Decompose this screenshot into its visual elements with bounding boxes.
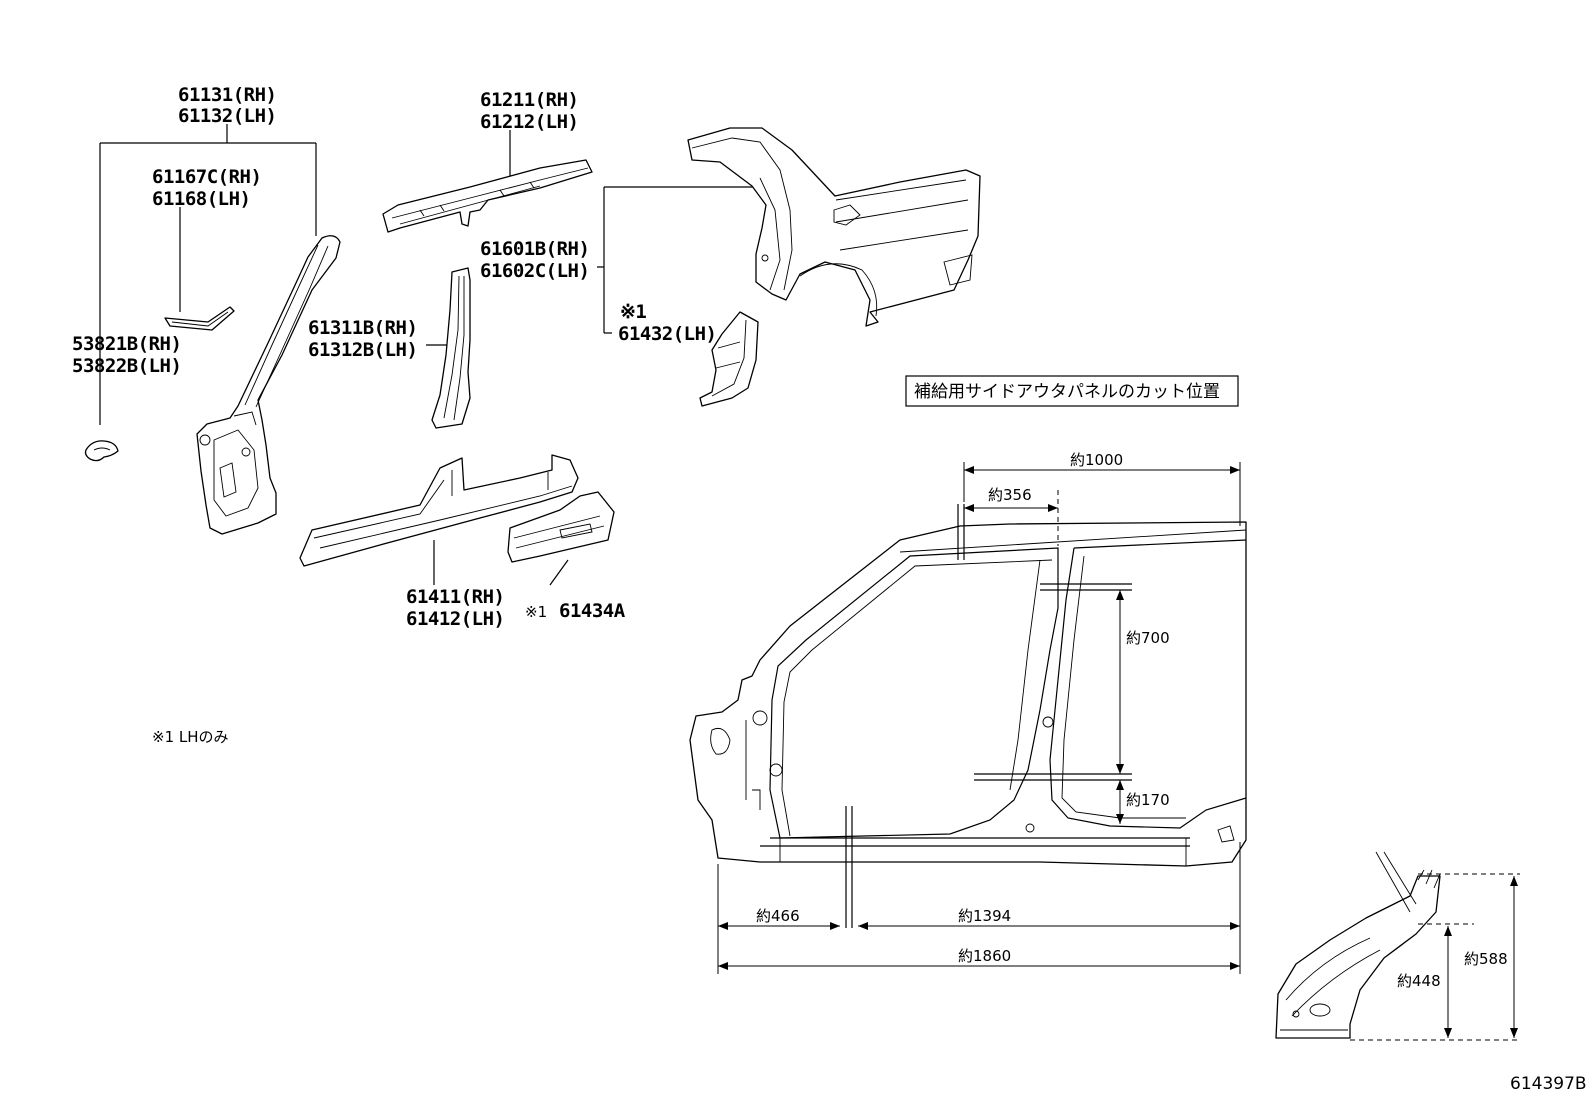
- label-mark1: ※1: [620, 301, 646, 323]
- rear-wheelhouse-detail: [1275, 851, 1441, 1039]
- part-61411-rocker: [299, 454, 579, 567]
- part-61167: [164, 306, 235, 331]
- cut-caption-text: 補給用サイドアウタパネルのカット位置: [914, 382, 1220, 402]
- label-61168: 61168(LH): [152, 188, 250, 210]
- label-61412: 61412(LH): [406, 608, 504, 630]
- part-53821-plug: [84, 440, 119, 462]
- label-61434-mark: ※1: [525, 603, 547, 621]
- label-61132: 61132(LH): [178, 105, 276, 127]
- dim-588: 約588: [1464, 950, 1508, 968]
- illustration-id: 614397B: [1510, 1074, 1587, 1094]
- label-53821: 53821B(RH): [72, 333, 181, 355]
- dim-466: 約466: [756, 907, 800, 925]
- dim-448: 約448: [1397, 972, 1441, 990]
- cut-position-caption: 補給用サイドアウタパネルのカット位置: [905, 375, 1239, 407]
- part-61601-quarter-panel: [687, 127, 981, 327]
- label-61211: 61211(RH): [480, 89, 578, 111]
- label-61167: 61167C(RH): [152, 166, 261, 188]
- dim-1394: 約1394: [958, 907, 1011, 925]
- label-61434: 61434A: [559, 600, 626, 622]
- dimension-lines: 約1000 約356 約700 約170 約466 約1394 約1860: [717, 451, 1241, 974]
- footnote: ※1 LHのみ: [152, 728, 229, 746]
- side-outer-panel: [689, 521, 1247, 867]
- part-labels: 61131(RH) 61132(LH) 61167C(RH) 61168(LH)…: [72, 84, 717, 630]
- dim-1860: 約1860: [958, 947, 1011, 965]
- label-61411: 61411(RH): [406, 586, 504, 608]
- wheelhouse-dimensions: 約448 約588: [1350, 873, 1520, 1041]
- label-61601: 61601B(RH): [480, 238, 589, 260]
- label-61312: 61312B(LH): [308, 339, 417, 361]
- cut-marks: [845, 504, 1132, 928]
- part-61311-center-pillar: [431, 267, 471, 429]
- part-61131-front-pillar: [196, 235, 341, 535]
- label-61311: 61311B(RH): [308, 317, 417, 339]
- dim-1000: 約1000: [1070, 451, 1123, 469]
- label-61131: 61131(RH): [178, 84, 276, 106]
- label-53822: 53822B(LH): [72, 355, 181, 377]
- dim-170: 約170: [1126, 791, 1170, 809]
- part-61434a: [507, 491, 615, 563]
- label-61602: 61602C(LH): [480, 260, 589, 282]
- label-61212: 61212(LH): [480, 111, 578, 133]
- part-61211-roof-rail: [382, 159, 593, 233]
- dim-700: 約700: [1126, 629, 1170, 647]
- dim-356: 約356: [988, 486, 1032, 504]
- leader-lines: [99, 124, 760, 586]
- label-61432: 61432(LH): [618, 323, 716, 345]
- part-61432-wheelhouse: [699, 311, 759, 407]
